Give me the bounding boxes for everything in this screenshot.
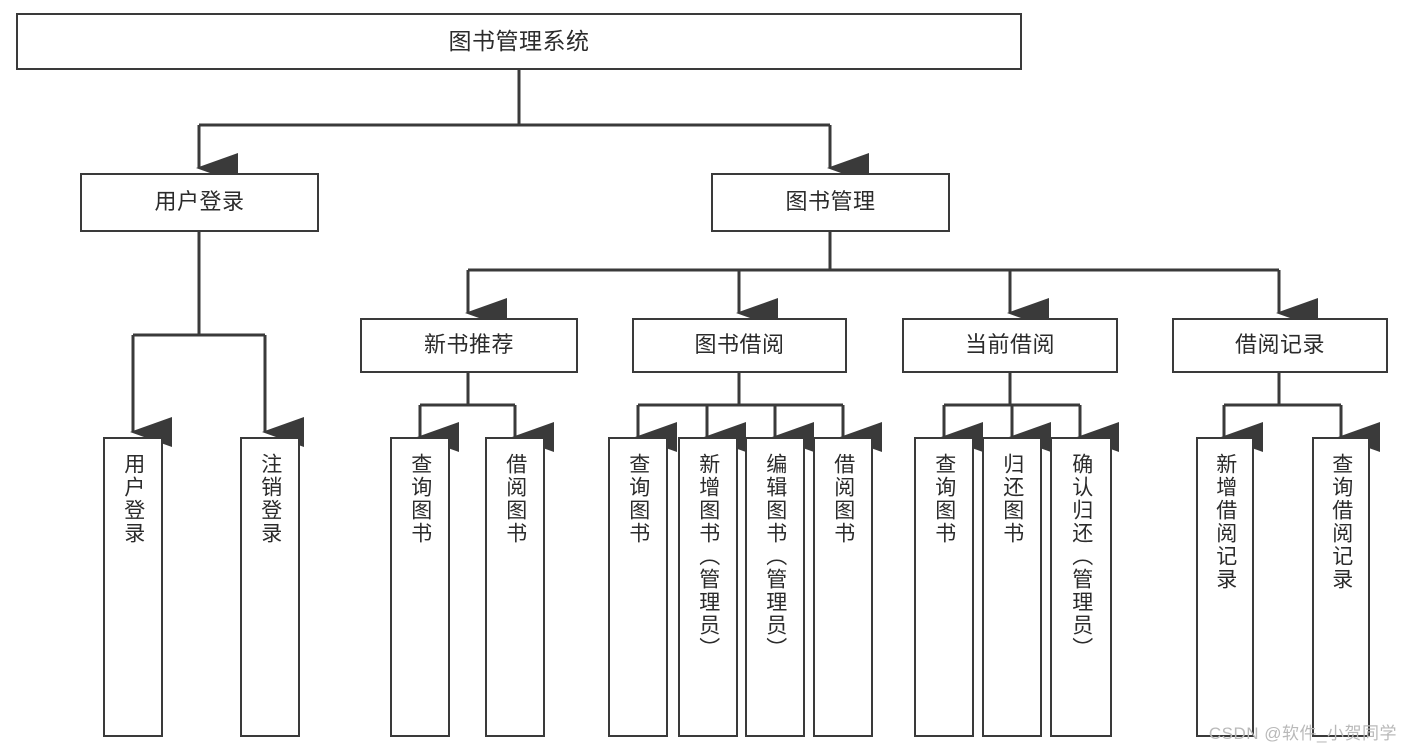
leaf-current-return-book[interactable]: 归还图书 [982, 437, 1042, 737]
node-label: 查询图书 [408, 453, 432, 545]
node-label: 查询图书 [932, 453, 956, 545]
node-label: 编辑图书（管理员） [763, 453, 787, 660]
node-label: 借阅图书 [503, 453, 527, 545]
node-label: 图书借阅 [694, 332, 785, 358]
leaf-record-query-record[interactable]: 查询借阅记录 [1312, 437, 1370, 737]
leaf-recommend-query-book[interactable]: 查询图书 [390, 437, 450, 737]
node-borrow-record[interactable]: 借阅记录 [1172, 318, 1388, 373]
node-label: 图书管理 [785, 189, 876, 215]
node-label: 图书管理系统 [448, 27, 590, 54]
node-label: 新增图书（管理员） [696, 453, 720, 660]
node-label: 新增借阅记录 [1213, 453, 1237, 591]
node-user-login[interactable]: 用户登录 [80, 173, 319, 232]
leaf-record-add-record[interactable]: 新增借阅记录 [1196, 437, 1254, 737]
leaf-borrow-add-book-admin[interactable]: 新增图书（管理员） [678, 437, 738, 737]
node-label: 借阅记录 [1234, 332, 1325, 358]
node-label: 新书推荐 [423, 332, 514, 358]
node-book-management[interactable]: 图书管理 [711, 173, 950, 232]
csdn-watermark: CSDN @软件_小贺同学 [1208, 724, 1397, 743]
node-label: 查询借阅记录 [1329, 453, 1353, 591]
leaf-user-login-signin[interactable]: 用户登录 [103, 437, 163, 737]
node-label: 当前借阅 [964, 332, 1055, 358]
node-label: 借阅图书 [831, 453, 855, 545]
leaf-current-confirm-return-admin[interactable]: 确认归还（管理员） [1050, 437, 1112, 737]
leaf-current-query-book[interactable]: 查询图书 [914, 437, 974, 737]
node-label: 用户登录 [154, 189, 245, 215]
node-label: 归还图书 [1000, 453, 1024, 545]
node-root-system[interactable]: 图书管理系统 [16, 13, 1022, 70]
leaf-recommend-borrow-book[interactable]: 借阅图书 [485, 437, 545, 737]
node-label: 用户登录 [121, 453, 145, 545]
node-current-borrow[interactable]: 当前借阅 [902, 318, 1118, 373]
node-label: 确认归还（管理员） [1069, 453, 1093, 660]
leaf-user-login-signout[interactable]: 注销登录 [240, 437, 300, 737]
leaf-borrow-query-book[interactable]: 查询图书 [608, 437, 668, 737]
node-label: 查询图书 [626, 453, 650, 545]
node-book-borrow[interactable]: 图书借阅 [632, 318, 847, 373]
node-new-book-recommend[interactable]: 新书推荐 [360, 318, 578, 373]
leaf-borrow-borrow-book[interactable]: 借阅图书 [813, 437, 873, 737]
node-label: 注销登录 [258, 453, 282, 545]
leaf-borrow-edit-book-admin[interactable]: 编辑图书（管理员） [745, 437, 805, 737]
